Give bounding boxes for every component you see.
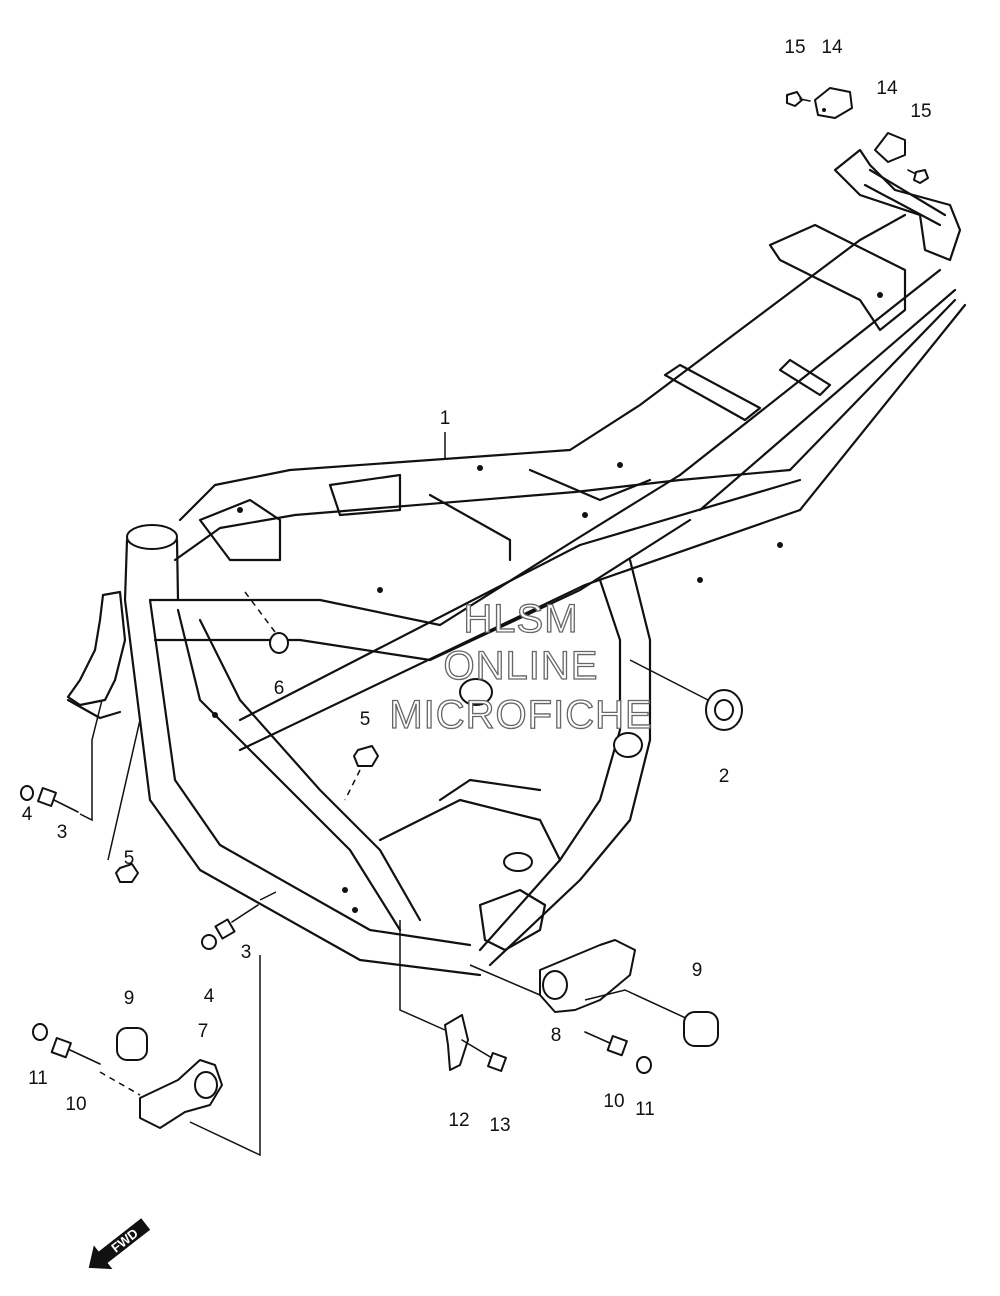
cap-nut-part-4-left xyxy=(20,785,34,801)
callout-15-upper: 15 xyxy=(784,37,805,58)
watermark-line-2: ONLINE xyxy=(444,644,599,688)
grommet-part-2 xyxy=(629,659,743,731)
bolt-part-15-lower xyxy=(907,169,929,184)
callout-1: 1 xyxy=(440,408,451,429)
bolt-part-3-center xyxy=(214,891,277,940)
engine-mount-bracket-part-8 xyxy=(469,939,691,1021)
engine-mount-bracket-part-7 xyxy=(99,955,261,1157)
callout-7: 7 xyxy=(198,1021,209,1042)
cover-part-14-lower xyxy=(874,132,906,163)
cap-nut-part-11-left xyxy=(32,1023,48,1041)
bolt-part-3-left xyxy=(37,699,103,822)
watermark-line-3: MICROFICHE xyxy=(389,693,652,737)
bolt-part-15-upper xyxy=(786,91,811,107)
cap-nut-part-4-center xyxy=(201,934,217,950)
callout-14-lower: 14 xyxy=(876,78,898,99)
cover-part-14-upper xyxy=(814,87,853,119)
watermark: HLSM ONLINE MICROFICHE xyxy=(389,596,653,737)
callout-10-right: 10 xyxy=(603,1091,624,1112)
callout-5-upper: 5 xyxy=(360,709,371,730)
callout-10-left: 10 xyxy=(65,1094,86,1115)
callout-14-upper: 14 xyxy=(821,37,843,58)
callout-labels: 1 2 3 3 4 4 5 5 6 7 8 9 9 10 10 11 11 12… xyxy=(22,37,932,1136)
callout-12: 12 xyxy=(448,1110,469,1131)
bolt-part-13 xyxy=(461,1039,507,1072)
forward-arrow-icon: FWD xyxy=(88,1218,151,1270)
main-frame xyxy=(66,148,967,977)
bolt-part-10-left xyxy=(50,1037,101,1065)
callout-4-center: 4 xyxy=(204,986,215,1007)
callout-5-lower: 5 xyxy=(124,848,135,869)
bracket-part-12 xyxy=(399,920,469,1071)
collar-part-9-left xyxy=(116,1027,148,1061)
nut-part-5-upper xyxy=(344,745,379,801)
callout-3-left: 3 xyxy=(57,822,68,843)
callout-8: 8 xyxy=(551,1025,562,1046)
callout-9-right: 9 xyxy=(692,960,703,981)
callout-9-left: 9 xyxy=(124,988,135,1009)
callout-13: 13 xyxy=(489,1115,510,1136)
callout-4-left: 4 xyxy=(22,804,33,825)
cap-nut-part-11-right xyxy=(636,1056,652,1074)
plug-part-6 xyxy=(244,591,289,654)
callout-6: 6 xyxy=(274,678,285,699)
collar-part-9-right xyxy=(683,1011,719,1047)
nut-part-5-lower xyxy=(107,719,141,883)
callout-15-lower: 15 xyxy=(910,101,931,122)
watermark-line-1: HLSM xyxy=(463,597,578,641)
bolt-part-10-right xyxy=(584,1031,628,1057)
callout-11-right: 11 xyxy=(635,1099,655,1120)
callout-2: 2 xyxy=(719,766,730,787)
callout-3-center: 3 xyxy=(241,942,252,963)
callout-11-left: 11 xyxy=(28,1068,48,1089)
